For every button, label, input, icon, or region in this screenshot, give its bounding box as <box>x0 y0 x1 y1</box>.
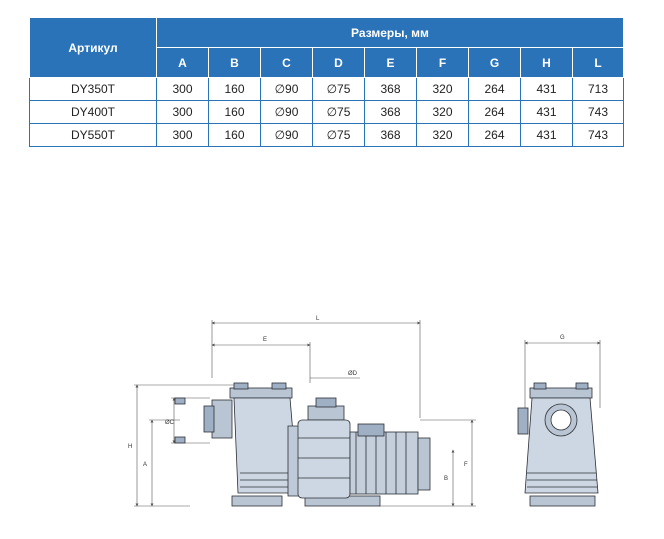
value-cell-a: 300 <box>156 123 209 147</box>
pump-side-view <box>174 382 431 507</box>
value-cell-l: 743 <box>572 123 624 147</box>
value-cell-g: 264 <box>468 100 521 124</box>
label-F: F <box>464 462 468 468</box>
column-header-f: F <box>416 47 469 78</box>
value-cell-f: 320 <box>416 123 469 147</box>
value-cell-l: 743 <box>572 100 624 124</box>
value-cell-c: ∅90 <box>260 77 313 101</box>
value-cell-f: 320 <box>416 77 469 101</box>
value-cell-b: 160 <box>208 100 261 124</box>
label-H: H <box>128 444 132 450</box>
label-D: ØD <box>348 371 358 377</box>
column-header-g: G <box>468 47 521 78</box>
dimension-labels: L E ØD H A ØC B F <box>128 316 468 482</box>
value-cell-a: 300 <box>156 77 209 101</box>
value-cell-e: 368 <box>364 100 417 124</box>
pump-technical-drawing: L E ØD H A ØC B F <box>128 316 601 507</box>
front-view-dimensions <box>524 340 601 408</box>
pump-front-view <box>517 382 599 507</box>
label-E: E <box>263 337 267 343</box>
value-cell-d: ∅75 <box>312 77 365 101</box>
value-cell-g: 264 <box>468 77 521 101</box>
value-cell-c: ∅90 <box>260 123 313 147</box>
label-C: ØC <box>165 420 175 426</box>
value-cell-c: ∅90 <box>260 100 313 124</box>
value-cell-h: 431 <box>520 123 573 147</box>
side-view-dimensions <box>134 320 476 507</box>
dimensions-header: Размеры, мм <box>156 17 624 48</box>
value-cell-d: ∅75 <box>312 123 365 147</box>
article-cell: DY350T <box>29 77 157 101</box>
column-header-b: B <box>208 47 261 78</box>
article-header: Артикул <box>29 17 157 78</box>
column-header-h: H <box>520 47 573 78</box>
value-cell-e: 368 <box>364 77 417 101</box>
value-cell-b: 160 <box>208 123 261 147</box>
value-cell-l: 713 <box>572 77 624 101</box>
value-cell-h: 431 <box>520 100 573 124</box>
value-cell-d: ∅75 <box>312 100 365 124</box>
value-cell-b: 160 <box>208 77 261 101</box>
column-header-e: E <box>364 47 417 78</box>
label-B: B <box>444 476 448 482</box>
article-cell: DY400T <box>29 100 157 124</box>
column-header-l: L <box>572 47 624 78</box>
article-cell: DY550T <box>29 123 157 147</box>
value-cell-f: 320 <box>416 100 469 124</box>
column-header-c: C <box>260 47 313 78</box>
value-cell-a: 300 <box>156 100 209 124</box>
label-G: G <box>560 335 565 341</box>
label-L: L <box>316 316 320 322</box>
value-cell-h: 431 <box>520 77 573 101</box>
value-cell-g: 264 <box>468 123 521 147</box>
column-header-d: D <box>312 47 365 78</box>
value-cell-e: 368 <box>364 123 417 147</box>
label-A: A <box>143 462 147 468</box>
column-header-a: A <box>156 47 209 78</box>
